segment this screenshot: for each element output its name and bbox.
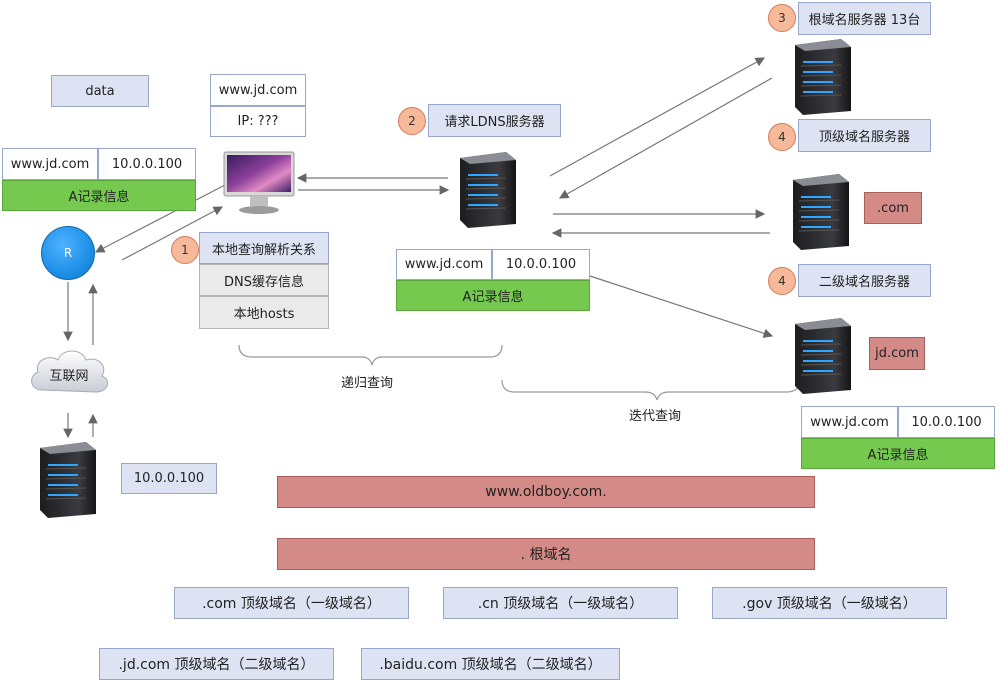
ldns-record-domain: www.jd.com xyxy=(396,249,492,280)
local-hosts-step: 本地hosts xyxy=(199,296,329,329)
sld-jd-tag: jd.com xyxy=(869,337,925,370)
recursive-query-label: 递归查询 xyxy=(341,376,394,391)
tld-server-icon xyxy=(793,174,849,250)
step-4-sld-number: 4 xyxy=(778,274,786,288)
step-4-sld-badge: 4 xyxy=(768,267,796,295)
ldns-record-ip-text: 10.0.0.100 xyxy=(505,257,577,272)
local-hosts-label: 本地hosts xyxy=(233,307,295,322)
tld-server-box: 顶级域名服务器 xyxy=(798,119,931,152)
root-domain-bar: . 根域名 xyxy=(277,538,815,570)
web-server-icon xyxy=(40,442,96,518)
full-domain-bar: www.oldboy.com. xyxy=(277,476,815,508)
right-record-domain: www.jd.com xyxy=(801,406,898,438)
sld-baidu-box: .baidu.com 顶级域名（二级域名） xyxy=(361,648,620,680)
ldns-server-icon xyxy=(460,152,516,228)
internet-cloud-label: 互联网 xyxy=(49,368,89,384)
server-ip-box: 10.0.0.100 xyxy=(121,463,217,494)
tld-gov-label: .gov 顶级域名（一级域名） xyxy=(742,596,917,612)
step-1-number: 1 xyxy=(181,243,189,257)
left-record-ip-text: 10.0.0.100 xyxy=(111,156,183,172)
tld-gov-box: .gov 顶级域名（一级域名） xyxy=(712,587,947,619)
right-record-label: A记录信息 xyxy=(801,438,995,469)
step-2-badge: 2 xyxy=(398,107,426,135)
internet-cloud-icon: 互联网 xyxy=(26,342,112,400)
sld-server-icon xyxy=(795,318,851,394)
local-lookup-label: 本地查询解析关系 xyxy=(211,242,316,258)
ldns-request-box: 请求LDNS服务器 xyxy=(428,104,561,137)
ldns-record-label-text: A记录信息 xyxy=(462,290,524,305)
root-server-box: 根域名服务器 13台 xyxy=(798,2,931,35)
tld-com-tag: .com xyxy=(864,192,922,224)
sld-jd-box: .jd.com 顶级域名（二级域名） xyxy=(99,648,334,680)
data-box: data xyxy=(51,75,149,107)
right-record-domain-text: www.jd.com xyxy=(810,414,889,430)
client-query-ip-text: IP: ??? xyxy=(237,114,279,129)
tld-server-label: 顶级域名服务器 xyxy=(818,130,910,145)
sld-jd-text: jd.com xyxy=(875,346,919,361)
step-3-badge: 3 xyxy=(768,4,796,32)
left-record-domain: www.jd.com xyxy=(2,148,98,180)
tld-com-text: .com xyxy=(877,200,909,216)
full-domain-text: www.oldboy.com. xyxy=(485,484,607,500)
client-query-domain: www.jd.com xyxy=(210,74,306,106)
step-3-number: 3 xyxy=(778,11,786,25)
data-label: data xyxy=(85,83,115,99)
right-record-ip-text: 10.0.0.100 xyxy=(911,414,982,430)
step-4-tld-badge: 4 xyxy=(768,123,796,151)
step-2-number: 2 xyxy=(408,114,416,128)
client-query-domain-text: www.jd.com xyxy=(218,82,298,98)
ldns-request-label: 请求LDNS服务器 xyxy=(444,115,545,130)
root-server-label: 根域名服务器 13台 xyxy=(808,13,921,28)
tld-cn-label: .cn 顶级域名（一级域名） xyxy=(477,596,644,612)
right-record-label-text: A记录信息 xyxy=(867,448,929,463)
iterative-query-label: 迭代查询 xyxy=(629,409,682,424)
dns-cache-label: DNS缓存信息 xyxy=(224,274,304,290)
tld-com-label: .com 顶级域名（一级域名） xyxy=(202,596,381,612)
left-record-label-text: A记录信息 xyxy=(68,190,130,205)
left-record-ip: 10.0.0.100 xyxy=(98,148,196,180)
sld-server-label: 二级域名服务器 xyxy=(818,275,910,290)
root-server-icon xyxy=(795,39,851,115)
client-query-ip: IP: ??? xyxy=(210,106,306,137)
root-domain-text: . 根域名 xyxy=(520,547,572,563)
right-record-ip: 10.0.0.100 xyxy=(898,406,995,438)
ldns-record-domain-text: www.jd.com xyxy=(404,257,484,272)
left-record-label: A记录信息 xyxy=(2,180,196,211)
server-ip-text: 10.0.0.100 xyxy=(133,471,205,486)
dns-cache-step: DNS缓存信息 xyxy=(199,264,329,296)
tld-cn-box: .cn 顶级域名（一级域名） xyxy=(443,587,678,619)
left-record-domain-text: www.jd.com xyxy=(10,156,90,172)
router-label: R xyxy=(63,246,73,260)
step-1-badge: 1 xyxy=(171,236,199,264)
tld-com-box: .com 顶级域名（一级域名） xyxy=(174,587,409,619)
sld-baidu-label: .baidu.com 顶级域名（二级域名） xyxy=(379,657,602,673)
client-computer-icon xyxy=(223,151,295,214)
local-lookup-step: 本地查询解析关系 xyxy=(199,232,329,264)
sld-jd-label: .jd.com 顶级域名（二级域名） xyxy=(118,657,315,673)
step-4-tld-number: 4 xyxy=(778,130,786,144)
router-icon: R xyxy=(41,226,95,280)
sld-server-box: 二级域名服务器 xyxy=(798,264,931,297)
ldns-record-ip: 10.0.0.100 xyxy=(492,249,590,280)
ldns-record-label: A记录信息 xyxy=(396,280,590,311)
